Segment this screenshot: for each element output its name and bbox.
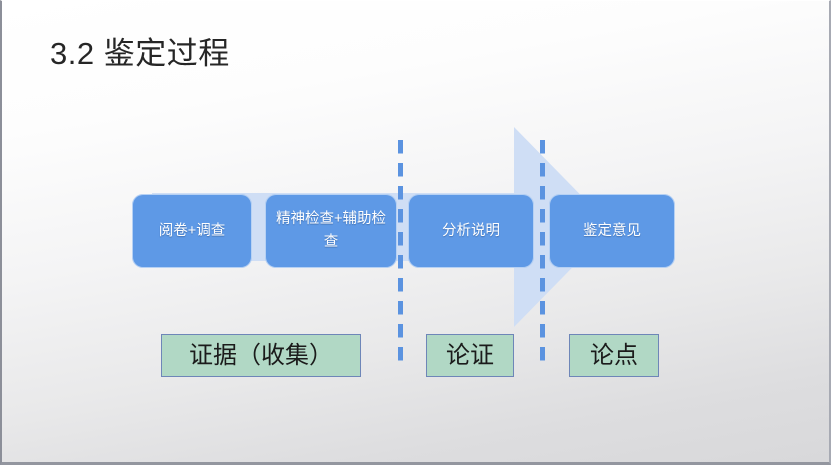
page-title: 3.2 鉴定过程 <box>50 36 230 71</box>
phase-divider-2 <box>540 140 545 368</box>
step-box-appraisal-opinion[interactable]: 鉴定意见 <box>549 194 675 268</box>
step-box-reading-and-investigation[interactable]: 阅卷+调查 <box>132 194 252 268</box>
phase-label-conclusion[interactable]: 论点 <box>569 334 659 377</box>
phase-label-argumentation[interactable]: 论证 <box>426 334 514 377</box>
phase-divider-1 <box>398 140 403 368</box>
phase-label-evidence-collection[interactable]: 证据（收集） <box>161 334 361 377</box>
step-box-mental-and-auxiliary-exam[interactable]: 精神检查+辅助检查 <box>265 194 397 268</box>
step-box-analysis-explanation[interactable]: 分析说明 <box>408 194 534 268</box>
